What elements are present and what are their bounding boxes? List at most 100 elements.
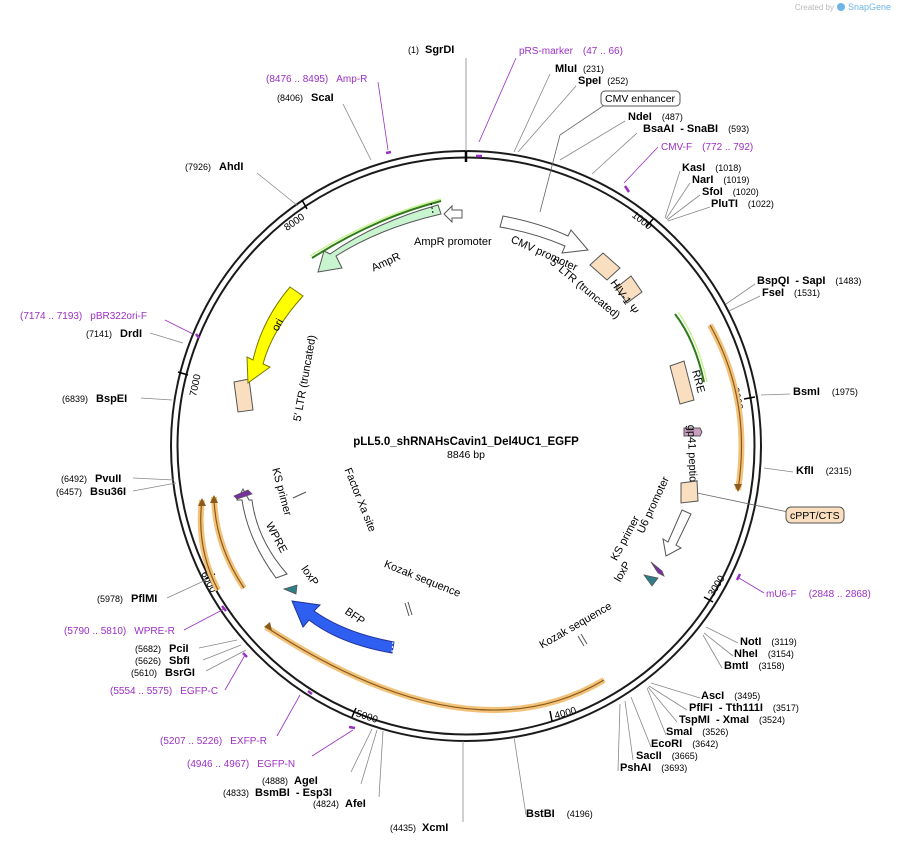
site-bmti: BmtI(3158) — [724, 660, 784, 672]
watermark-created-by: Created by — [794, 2, 834, 12]
ampr-promoter-arrow[interactable] — [443, 204, 463, 224]
site-pcii: (5682)PciI — [135, 643, 189, 655]
site-leaders — [132, 58, 794, 822]
site-bspei: (6839)BspEI — [62, 393, 127, 405]
primer-pbr322ori-f: (7174 .. 7193)pBR322ori-F — [20, 311, 147, 322]
primer-egfp-c: (5554 .. 5575)EGFP-C — [110, 686, 218, 697]
site-kasi: KasI(1018) — [682, 162, 741, 174]
ampr-highlight-glow — [309, 198, 442, 257]
orange-arc-right[interactable] — [707, 323, 745, 491]
primer-mark-mu6f — [735, 573, 742, 581]
ampr-promoter-label: AmpR promoter — [414, 236, 492, 248]
tick-label: 8000 — [282, 212, 307, 234]
orange-arc-left-2[interactable] — [211, 496, 247, 590]
site-sfoi: SfoI(1020) — [702, 186, 759, 198]
site-tspmi: TspMI- XmaI(3524) — [679, 714, 785, 726]
site-smai: SmaI(3526) — [666, 726, 728, 738]
primer-prs-marker: pRS-marker(47 .. 66) — [519, 46, 623, 57]
site-noti: NotI(3119) — [740, 636, 797, 648]
ori-arrow[interactable] — [246, 286, 304, 384]
site-bsrgi: (5610)BsrGI — [131, 667, 195, 679]
kozak-left-mark — [404, 602, 410, 617]
orange-arc-bottom-core — [265, 626, 605, 711]
site-pvuii: (6492)PvuII — [61, 473, 121, 485]
ltr5-left-box[interactable] — [233, 378, 254, 413]
hiv-psi-box[interactable] — [615, 275, 643, 304]
bfp-arrow[interactable] — [291, 600, 395, 654]
rre-box[interactable] — [669, 360, 695, 405]
loxp-right-arrow[interactable] — [643, 574, 659, 587]
ks-primer-right-label: KS primer — [609, 514, 643, 563]
bfp-label: BFP — [342, 606, 366, 628]
site-ecori: EcoRI(3642) — [651, 738, 718, 750]
site-afei: (4824)AfeI — [313, 798, 366, 810]
snapgene-logo-icon — [836, 3, 845, 11]
loxp-right-label: loxP — [612, 560, 633, 585]
site-sacii: SacII(3665) — [636, 750, 698, 762]
site-bsaai: BsaAI- SnaBI(593) — [643, 123, 749, 135]
site-sbfi: (5626)SbfI — [135, 655, 190, 667]
tick-5000 — [351, 707, 357, 718]
ampr-label: AmpR — [370, 251, 403, 275]
primer-marks — [195, 150, 742, 730]
cppt-box[interactable] — [680, 480, 699, 504]
orange-arc-bottom-head — [264, 622, 272, 631]
site-labels: (1)SgrDI MluI(231) SpeI(252) NdeI(487) B… — [56, 44, 861, 834]
tick-7000 — [177, 371, 189, 376]
site-kfli: KflI(2315) — [796, 465, 852, 477]
primer-leaders — [164, 57, 765, 757]
ampr-orf-divider — [430, 202, 434, 214]
loxp-left-arrow[interactable] — [282, 584, 298, 595]
tick-4000 — [549, 710, 553, 722]
site-nari: NarI(1019) — [692, 174, 749, 186]
primer-wpre-r: (5790 .. 5810)WPRE-R — [64, 626, 175, 637]
orange-arc-left-2-core — [213, 496, 245, 589]
loxp-left-label: loxP — [298, 564, 320, 588]
ks-primer-left-arrow[interactable] — [233, 489, 253, 500]
rre-highlight — [674, 313, 705, 383]
site-spei: SpeI(252) — [578, 75, 628, 87]
site-xcmi: (4435)XcmI — [390, 822, 448, 834]
tick-3000 — [703, 596, 714, 603]
kozak-left-mark2 — [407, 601, 413, 616]
site-bstbi: BstBI(4196) — [526, 808, 593, 820]
primer-mark-wprer — [221, 605, 227, 612]
primer-amp-r: (8476 .. 8495)Amp-R — [266, 74, 367, 85]
primer-mark-cmvf — [623, 185, 631, 193]
site-pluti: PluTI(1022) — [711, 198, 774, 210]
site-bspqi: BspQI- SapI(1483) — [757, 275, 861, 287]
kozak-right-mark2 — [580, 633, 588, 645]
cmv-enhancer-label: CMV enhancer — [605, 93, 676, 105]
ltr5-left-label: 5′ LTR (truncated) — [292, 334, 319, 422]
gp41-arrow[interactable] — [683, 427, 703, 437]
tick-1000 — [645, 218, 654, 228]
site-nhei: NheI(3154) — [734, 648, 794, 660]
primer-mark-ampr — [385, 150, 392, 155]
primer-labels: pRS-marker(47 .. 66) CMV-F(772 .. 792) m… — [20, 46, 871, 770]
tick-labels: 1000 2000 3000 4000 5000 6000 7000 8000 — [188, 210, 744, 726]
orange-arc-right-head — [734, 484, 742, 492]
tick-label: 7000 — [188, 373, 203, 397]
watermark-brand: SnapGene — [847, 2, 891, 12]
tick-label: 1000 — [629, 210, 654, 233]
site-bsu36i: (6457)Bsu36I — [56, 486, 126, 498]
primer-cmv-f: CMV-F(772 .. 792) — [661, 142, 753, 153]
gp41-label: gp41 peptide — [685, 425, 699, 489]
tick-2000 — [743, 396, 756, 400]
ltr5-right-box[interactable] — [589, 252, 621, 281]
cppt-label: cPPT/CTS — [790, 510, 840, 522]
primer-exfp-r: (5207 .. 5226)EXFP-R — [160, 736, 267, 747]
ampr-feature-arrow[interactable] — [317, 204, 442, 273]
plasmid-name: pLL5.0_shRNAHsCavin1_Del4UC1_EGFP — [353, 436, 579, 448]
bfp-orf-divider — [391, 640, 394, 653]
cmv-enhancer-callout — [600, 90, 681, 107]
site-bsmbi: (4833)BsmBI- Esp3I — [223, 787, 332, 799]
orange-arc-right-core — [709, 324, 743, 491]
ks-primer-left-label: KS primer — [269, 467, 293, 518]
site-fsei: FseI(1531) — [762, 287, 820, 299]
u6-promoter-arrow[interactable] — [662, 509, 692, 557]
site-scai: (8406)ScaI — [277, 92, 334, 104]
cmv-promoter-arrow[interactable] — [499, 215, 589, 254]
cppt-leader — [696, 492, 789, 513]
ks-primer-right-arrow[interactable] — [650, 561, 665, 577]
